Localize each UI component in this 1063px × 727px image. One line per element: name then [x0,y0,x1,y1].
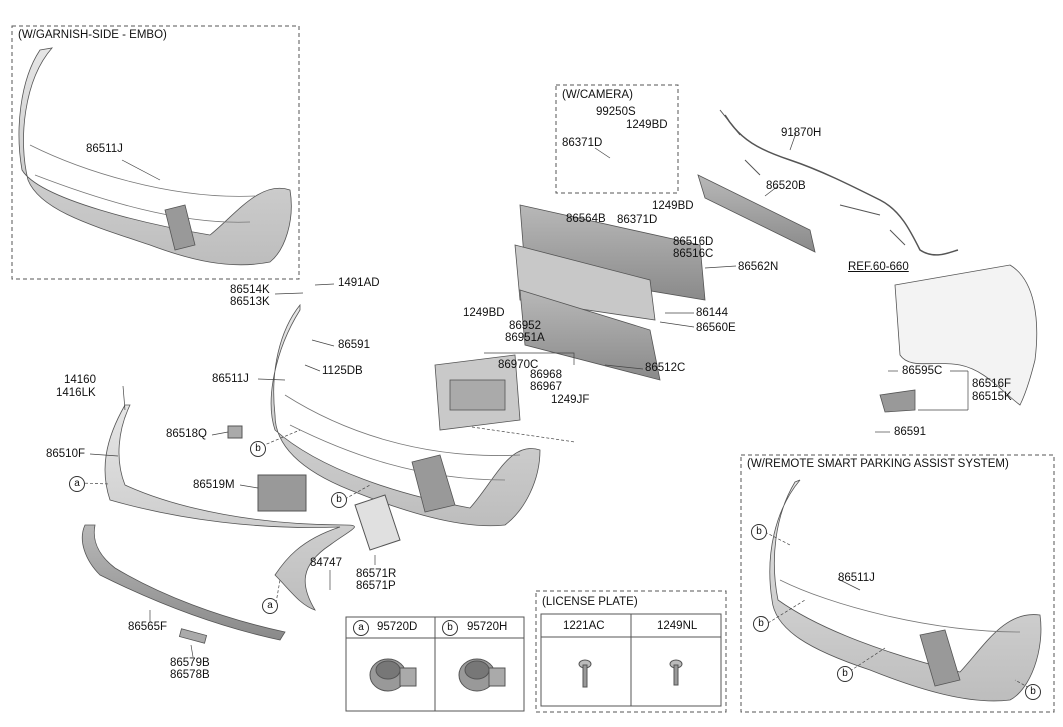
callout-b: b [331,492,347,508]
remote-box [740,454,1055,713]
part-label[interactable]: 86579B [170,657,210,669]
part-label[interactable]: 99250S [596,106,636,118]
fender [879,264,1038,413]
part-label[interactable]: 86564B [566,213,606,225]
part-label[interactable]: 86511J [838,572,875,584]
part-label[interactable]: 86516D [673,236,714,248]
part-label[interactable]: 1249BD [652,200,694,212]
callout-b: b [837,666,853,682]
absorber [697,174,816,253]
part-label[interactable]: 86518Q [166,428,207,440]
part-label[interactable]: 86591 [894,426,926,438]
part-label[interactable]: 86565F [128,621,168,633]
part-label[interactable]: 86511J [86,143,123,155]
plate-bracket [257,474,307,512]
leader-lines [79,132,1034,691]
license-part-2[interactable]: 1249NL [657,620,698,632]
legend-a-marker: a [353,620,369,636]
camera-box [555,84,679,194]
sensor-a [369,658,417,692]
license-part-1[interactable]: 1221AC [563,620,605,632]
remote-box-title: (W/REMOTE SMART PARKING ASSIST SYSTEM) [747,458,1009,470]
part-label[interactable]: 1125DB [322,365,363,377]
part-label[interactable]: 86371D [562,137,603,149]
wiring-harness [724,114,959,256]
callout-b: b [753,616,769,632]
part-label[interactable]: 86560E [696,322,736,334]
part-label[interactable]: 14160 [64,374,96,386]
front-panel [104,404,355,611]
radar-module [434,354,521,431]
part-label[interactable]: 86970C [498,359,539,371]
part-label[interactable]: 86595C [902,365,943,377]
callout-b: b [751,524,767,540]
lower-lip [81,524,286,644]
part-label[interactable]: 86519M [193,479,235,491]
license-box-title: (LICENSE PLATE) [542,596,638,608]
garnish-box [11,25,300,280]
part-label[interactable]: 86511J [212,373,249,385]
part-label[interactable]: 1249JF [551,394,590,406]
callout-b: b [1025,684,1041,700]
part-label[interactable]: 1416LK [56,387,96,399]
callout-a: a [262,598,278,614]
part-label[interactable]: 86513K [230,296,270,308]
part-label[interactable]: 86516C [673,248,714,260]
callout-b: b [250,441,266,457]
part-label[interactable]: 86516F [972,378,1012,390]
part-label[interactable]: 86144 [696,307,728,319]
part-label[interactable]: 86952 [509,320,541,332]
part-label[interactable]: 86562N [738,261,779,273]
part-label[interactable]: 1249BD [626,119,668,131]
screw-1249NL [669,659,683,686]
camera-box-title: (W/CAMERA) [562,89,633,101]
part-label[interactable]: 86520B [766,180,806,192]
part-label[interactable]: 1491AD [338,277,380,289]
sensor-b [458,658,506,692]
garnish-box-title: (W/GARNISH-SIDE - EMBO) [18,29,167,41]
part-label[interactable]: 86968 [530,369,562,381]
screw-1221AC [578,659,592,688]
part-label[interactable]: 1249BD [463,307,505,319]
part-label[interactable]: 86571P [356,580,396,592]
part-label[interactable]: 86515K [972,391,1012,403]
part-label[interactable]: 86578B [170,669,210,681]
part-label[interactable]: 86510F [46,448,86,460]
reference-link[interactable]: REF.60-660 [848,261,909,273]
part-label[interactable]: 86514K [230,284,270,296]
part-label[interactable]: 84747 [310,557,342,569]
part-label[interactable]: 86591 [338,339,370,351]
part-label[interactable]: 86571R [356,568,397,580]
license-box [535,590,727,713]
legend-b-marker: b [442,620,458,636]
part-label[interactable]: 91870H [781,127,822,139]
legend-b-part[interactable]: 95720H [467,621,508,633]
legend-a-part[interactable]: 95720D [377,621,418,633]
callout-a: a [69,476,85,492]
part-label[interactable]: 86512C [645,362,686,374]
part-label[interactable]: 86371D [617,214,658,226]
bumper-main [270,303,541,527]
grille-upper [514,204,706,381]
part-label[interactable]: 86967 [530,381,562,393]
bumper-remote [769,479,1042,702]
part-label[interactable]: 86951A [505,332,545,344]
bumper-garnish [18,47,292,266]
